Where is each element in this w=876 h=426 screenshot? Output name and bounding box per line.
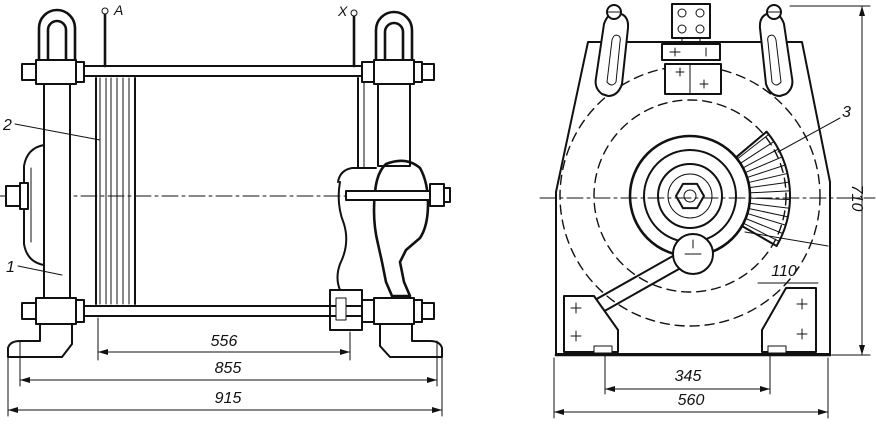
terminal-a-label: A (113, 2, 123, 18)
right-center-bolt (345, 190, 435, 201)
front-dimension-foot: 110 (757, 263, 819, 284)
terminal-x-tip (350, 9, 358, 17)
right-center-bolt-end (443, 187, 451, 203)
right-bottom-outer-nut (421, 302, 435, 320)
terminal-block (661, 3, 722, 95)
core-ring-2 (657, 163, 723, 229)
hatched-sector-hatching (737, 134, 790, 242)
right-top-boss (373, 59, 415, 85)
left-center-bolt-nut (5, 185, 21, 207)
left-center-bolt-washer (19, 182, 29, 210)
terminal-x-label: X (337, 3, 348, 19)
front-dimension-height-value: 710 (848, 185, 865, 212)
hatched-sector-outline (735, 130, 791, 247)
middle-hidden-circle (593, 99, 787, 293)
side-view: A X 2 1 (0, 2, 451, 417)
callout-2: 2 (2, 117, 12, 134)
side-dimension-inner-value: 556 (211, 333, 238, 350)
foot-bolt-head (767, 345, 787, 354)
terminal-a-tip (101, 7, 109, 15)
callout-3-leader (777, 117, 841, 153)
front-dimension-span-value: 345 (675, 368, 702, 385)
left-top-outer-nut (21, 63, 37, 81)
right-bottom-inner-nut (361, 299, 375, 323)
right-end-plate (377, 83, 411, 167)
center-bore (683, 189, 697, 203)
left-bottom-inner-nut (75, 299, 85, 323)
side-dimension-outer: 915 (7, 356, 443, 417)
right-top-inner-nut (361, 61, 375, 83)
terminal-stud (677, 24, 687, 34)
coil-outline (95, 77, 136, 305)
front-dimension-span: 345 (604, 355, 771, 395)
left-lifting-eye (37, 8, 77, 64)
front-dimension-height: 710 (789, 5, 871, 356)
left-foot (7, 323, 73, 358)
outer-hidden-circle (559, 65, 821, 327)
left-end-frame (43, 83, 71, 299)
front-dimension-width-value: 560 (678, 392, 705, 409)
right-bottom-boss (373, 297, 415, 325)
front-dimension-foot-value: 110 (771, 263, 797, 280)
terminal-stud (677, 8, 687, 18)
side-dimension-middle: 855 (19, 340, 438, 387)
foot-bolt-head (593, 345, 613, 354)
insulation-section (372, 159, 430, 298)
left-top-inner-nut (75, 61, 85, 83)
side-dimension-outer-value: 915 (215, 390, 242, 407)
left-bottom-outer-nut (21, 302, 37, 320)
right-top-washer (413, 61, 423, 83)
right-top-outer-nut (421, 63, 435, 81)
sector-edge-line (744, 231, 829, 247)
right-lifting-eye (374, 10, 414, 64)
right-bottom-washer (413, 299, 423, 323)
side-dimension-inner: 556 (97, 317, 351, 361)
callout-3: 3 (842, 104, 851, 121)
core-ring-3 (667, 173, 713, 219)
right-mounting-foot (761, 287, 817, 354)
right-foot (379, 323, 443, 358)
coil-end-flange-slot (335, 297, 347, 321)
left-bottom-boss (35, 297, 77, 325)
terminal-stud (695, 8, 705, 18)
left-end-boss (23, 144, 45, 266)
coil-layers (95, 77, 136, 305)
front-view: 3 110 345 560 710 (539, 3, 876, 419)
terminal-stud (695, 24, 705, 34)
right-center-bolt-nut (429, 183, 445, 207)
callout-1-leader (17, 265, 63, 276)
left-top-boss (35, 59, 77, 85)
callout-2-leader (14, 123, 101, 141)
left-lifting-lug (594, 4, 630, 97)
break-out-edge (336, 167, 377, 291)
coil-stack (95, 77, 136, 305)
side-dimension-middle-value: 855 (215, 360, 242, 377)
front-dimension-width: 560 (553, 357, 829, 419)
left-mounting-foot (563, 295, 619, 354)
right-lifting-lug (758, 4, 794, 97)
center-hex-nut (675, 182, 705, 210)
callout-1: 1 (6, 259, 15, 276)
